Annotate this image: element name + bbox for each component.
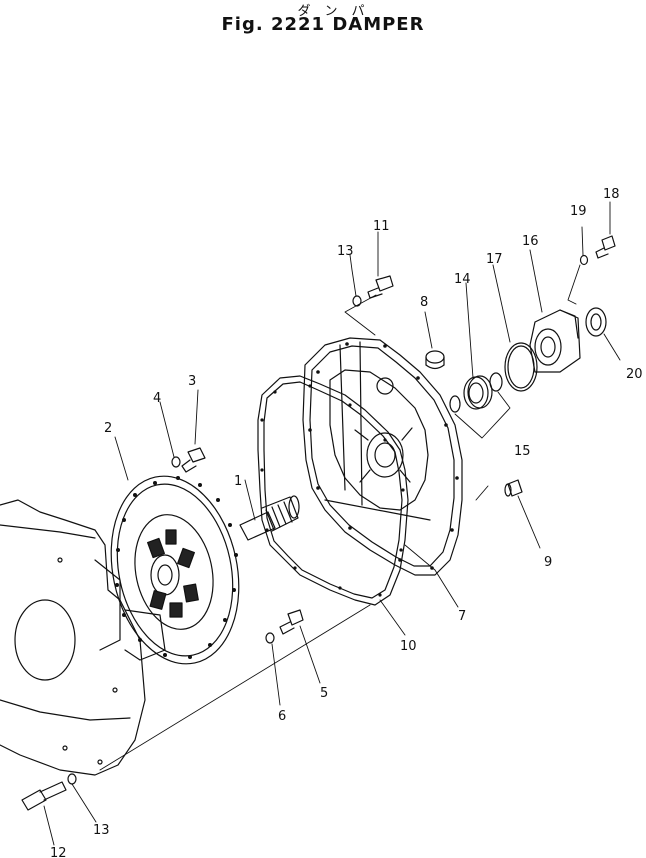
washer-13b [67, 773, 77, 785]
washer-19 [579, 254, 589, 266]
o-ring-17-inner [507, 345, 535, 389]
callout-10: 10 [400, 639, 417, 654]
callout-1: 1 [234, 474, 242, 489]
bolt-12 [21, 781, 67, 811]
bolt-11 [367, 275, 394, 299]
o-ring-17 [504, 342, 538, 392]
callout-4: 4 [153, 391, 161, 406]
callout-15: 15 [514, 444, 531, 459]
callout-18: 18 [603, 187, 620, 202]
washer-13 [352, 295, 362, 307]
callout-14: 14 [454, 272, 471, 287]
callout-20: 20 [626, 367, 643, 382]
housing-bolt-hole [112, 687, 118, 693]
callout-labels: 1 2 3 4 5 6 7 8 9 10 11 12 13 13 14 15 1… [50, 187, 643, 858]
callout-11: 11 [373, 219, 390, 234]
callout-2: 2 [104, 421, 112, 436]
callout-8: 8 [420, 295, 428, 310]
spline-shaft-1 [239, 495, 300, 541]
callout-9: 9 [544, 555, 552, 570]
callout-6: 6 [278, 709, 286, 724]
callout-7: 7 [458, 609, 466, 624]
housing-bolt-hole [57, 557, 63, 563]
leader-lines [43, 201, 621, 846]
housing-bolt-hole [97, 759, 103, 765]
bolt-5 [279, 609, 304, 635]
damper-cover-7 [302, 337, 463, 576]
bearing-14 [463, 375, 493, 410]
bushing-8 [425, 350, 445, 370]
callout-13-top: 13 [337, 244, 354, 259]
oil-seal-20 [585, 307, 607, 337]
snap-ring-15b [489, 372, 503, 392]
callout-3: 3 [188, 374, 196, 389]
flywheel-housing [0, 499, 166, 776]
bearing-housing-16 [529, 309, 581, 373]
callout-17: 17 [486, 252, 503, 267]
callout-5: 5 [320, 686, 328, 701]
callout-16: 16 [522, 234, 539, 249]
washer-6 [265, 632, 275, 644]
callout-19: 19 [570, 204, 587, 219]
housing-bolt-hole [62, 745, 68, 751]
bolt-18 [595, 235, 616, 259]
bolt-3 [181, 447, 206, 473]
figure-title: Fig. 2221 DAMPER [221, 14, 425, 35]
plug-9 [504, 479, 523, 497]
figure-subtitle-kana: ダンパ [297, 4, 379, 19]
damper-disc [110, 475, 240, 665]
snap-ring-15a [449, 395, 461, 413]
washer-4 [171, 456, 181, 468]
gasket-10 [257, 375, 409, 606]
callout-13-bottom: 13 [93, 823, 110, 838]
callout-12: 12 [50, 846, 67, 858]
